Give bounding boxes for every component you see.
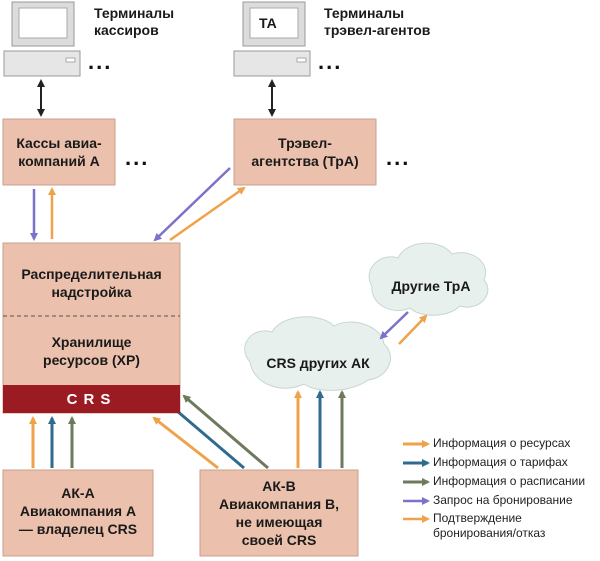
legend-item-request: Запрос на бронирование xyxy=(433,493,573,507)
other-request-arrow xyxy=(379,311,409,340)
other-agencies-cloud xyxy=(368,242,489,316)
airline-offices-label: Кассы авиа- компаний А xyxy=(16,135,102,169)
agent-screen-text: ТА xyxy=(259,15,277,31)
airline-offices-box xyxy=(2,118,116,186)
crs-main-box xyxy=(2,242,181,414)
legend-arrows xyxy=(403,440,430,523)
other-crs-cloud xyxy=(244,316,391,391)
agent-terminal-dots: ... xyxy=(318,49,343,74)
storage-label: Хранилище ресурсов (ХР) xyxy=(43,334,140,368)
airline-a-label: АК-А Авиакомпания А — владелец CRS xyxy=(18,485,138,537)
agency-confirm-arrow xyxy=(169,186,246,242)
airline-b-label: АК-В Авиакомпания В, не имеющая своей CR… xyxy=(218,478,340,548)
agency-request-arrow xyxy=(153,167,231,242)
cashier-terminals-label: Терминалы кассиров xyxy=(94,5,175,38)
airline-b-schedule-arrow xyxy=(182,394,269,470)
agent-terminals-label: Терминалы трэвел-агентов xyxy=(324,5,431,38)
legend-item-confirm: Подтверждение бронирования/отказ xyxy=(433,511,546,540)
crs-bar: CRS xyxy=(3,385,180,413)
legend-item-resource: Информация о ресурсах xyxy=(433,436,571,450)
distribution-label: Распределительная надстройка xyxy=(21,266,162,300)
cashier-terminal-dots: ... xyxy=(88,49,113,74)
other-agencies-label: Другие ТрА xyxy=(391,278,471,294)
other-crs-label: CRS других АК xyxy=(266,355,370,371)
airline-b-resource-arrow xyxy=(152,416,219,470)
airline-a-box xyxy=(2,469,154,557)
legend-item-schedule: Информация о расписании xyxy=(433,474,586,488)
other-confirm-arrow xyxy=(398,314,428,345)
office-dots: ... xyxy=(125,145,150,170)
agent-terminal-icon xyxy=(233,1,311,77)
legend-item-tariff: Информация о тарифах xyxy=(433,455,568,469)
agency-dots: ... xyxy=(386,145,411,170)
airline-b-tariff-arrow xyxy=(168,403,245,470)
cashier-terminal-icon xyxy=(3,1,81,77)
airline-b-box xyxy=(199,469,359,557)
travel-agencies-label: Трэвел- агентства (ТрА) xyxy=(251,135,359,169)
travel-agencies-box xyxy=(233,118,377,186)
